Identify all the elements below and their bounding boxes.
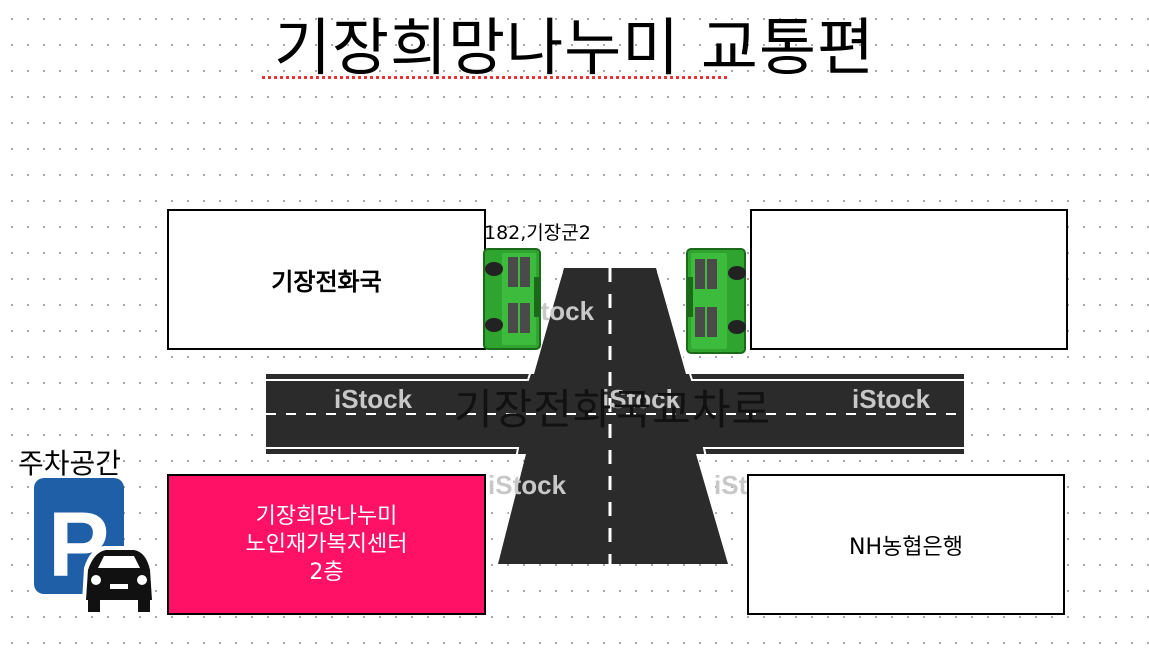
watermark-text: iStock [334, 384, 413, 414]
building-welfare-center: 기장희망나누미 노인재가복지센터 2층 [167, 474, 486, 615]
bus-icon [483, 248, 541, 350]
bus-route-label: 182,기장군2 [484, 222, 591, 244]
spellcheck-underline [262, 76, 727, 79]
center-name-line: 기장희망나누미 [255, 503, 398, 529]
vertical-road-south [498, 454, 728, 564]
parking-label: 주차공간 [18, 447, 122, 480]
center-name-line: 노인재가복지센터 [245, 531, 408, 557]
building-telecom: 기장전화국 [167, 209, 486, 350]
building-empty [750, 209, 1068, 350]
watermark-text: iStock [602, 384, 681, 414]
watermark-text: iStock [852, 384, 931, 414]
parking-sign-icon: P [34, 478, 154, 612]
intersection-label: 기장전화국교차로 [454, 385, 772, 434]
page-title: 기장희망나누미 교통편 [273, 11, 876, 84]
building-bank-label: NH농협은행 [849, 534, 963, 560]
center-floor: 2층 [309, 559, 344, 585]
watermark-text: iStock [488, 470, 567, 500]
building-bank: NH농협은행 [747, 474, 1065, 615]
road-intersection: iStock iStock iStock iStock iStock iStoc… [266, 268, 964, 564]
bus-icon [686, 248, 746, 354]
car-icon [82, 546, 154, 612]
building-telecom-label: 기장전화국 [271, 268, 382, 296]
